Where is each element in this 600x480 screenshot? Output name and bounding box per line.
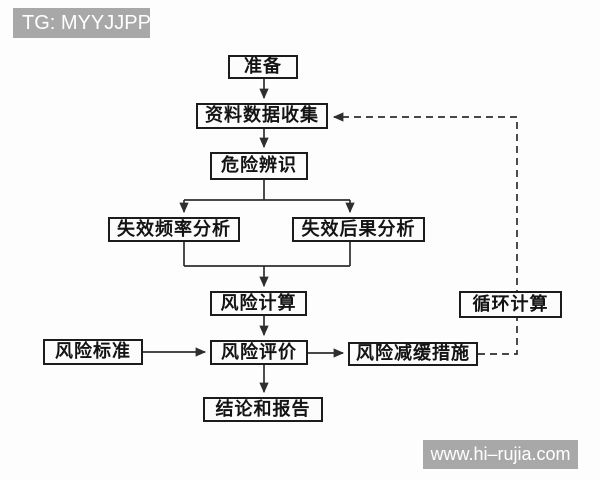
edge-feedback-dashed	[332, 112, 518, 355]
node-data-collection: 资料数据收集	[196, 103, 328, 129]
node-failure-consequence-analysis: 失效后果分析	[292, 217, 425, 242]
node-conclusion-report: 结论和报告	[203, 397, 323, 422]
node-prepare: 准备	[228, 55, 298, 79]
watermark-bottom-right: www.hi–rujia.com	[423, 440, 578, 469]
watermark-top-left: TG: MYYJJPP	[13, 8, 151, 38]
node-loop-calculation: 循环计算	[459, 291, 562, 318]
node-risk-calculation: 风险计算	[210, 291, 307, 316]
node-failure-frequency-analysis: 失效频率分析	[108, 217, 240, 242]
node-risk-criteria: 风险标准	[43, 339, 143, 365]
node-risk-evaluation: 风险评价	[210, 340, 308, 365]
edge-hazard-split	[184, 180, 350, 201]
edge-merge-bar	[183, 242, 351, 267]
node-risk-mitigation-measures: 风险减缓措施	[348, 342, 478, 366]
node-hazard-identification: 危险辨识	[210, 152, 308, 180]
